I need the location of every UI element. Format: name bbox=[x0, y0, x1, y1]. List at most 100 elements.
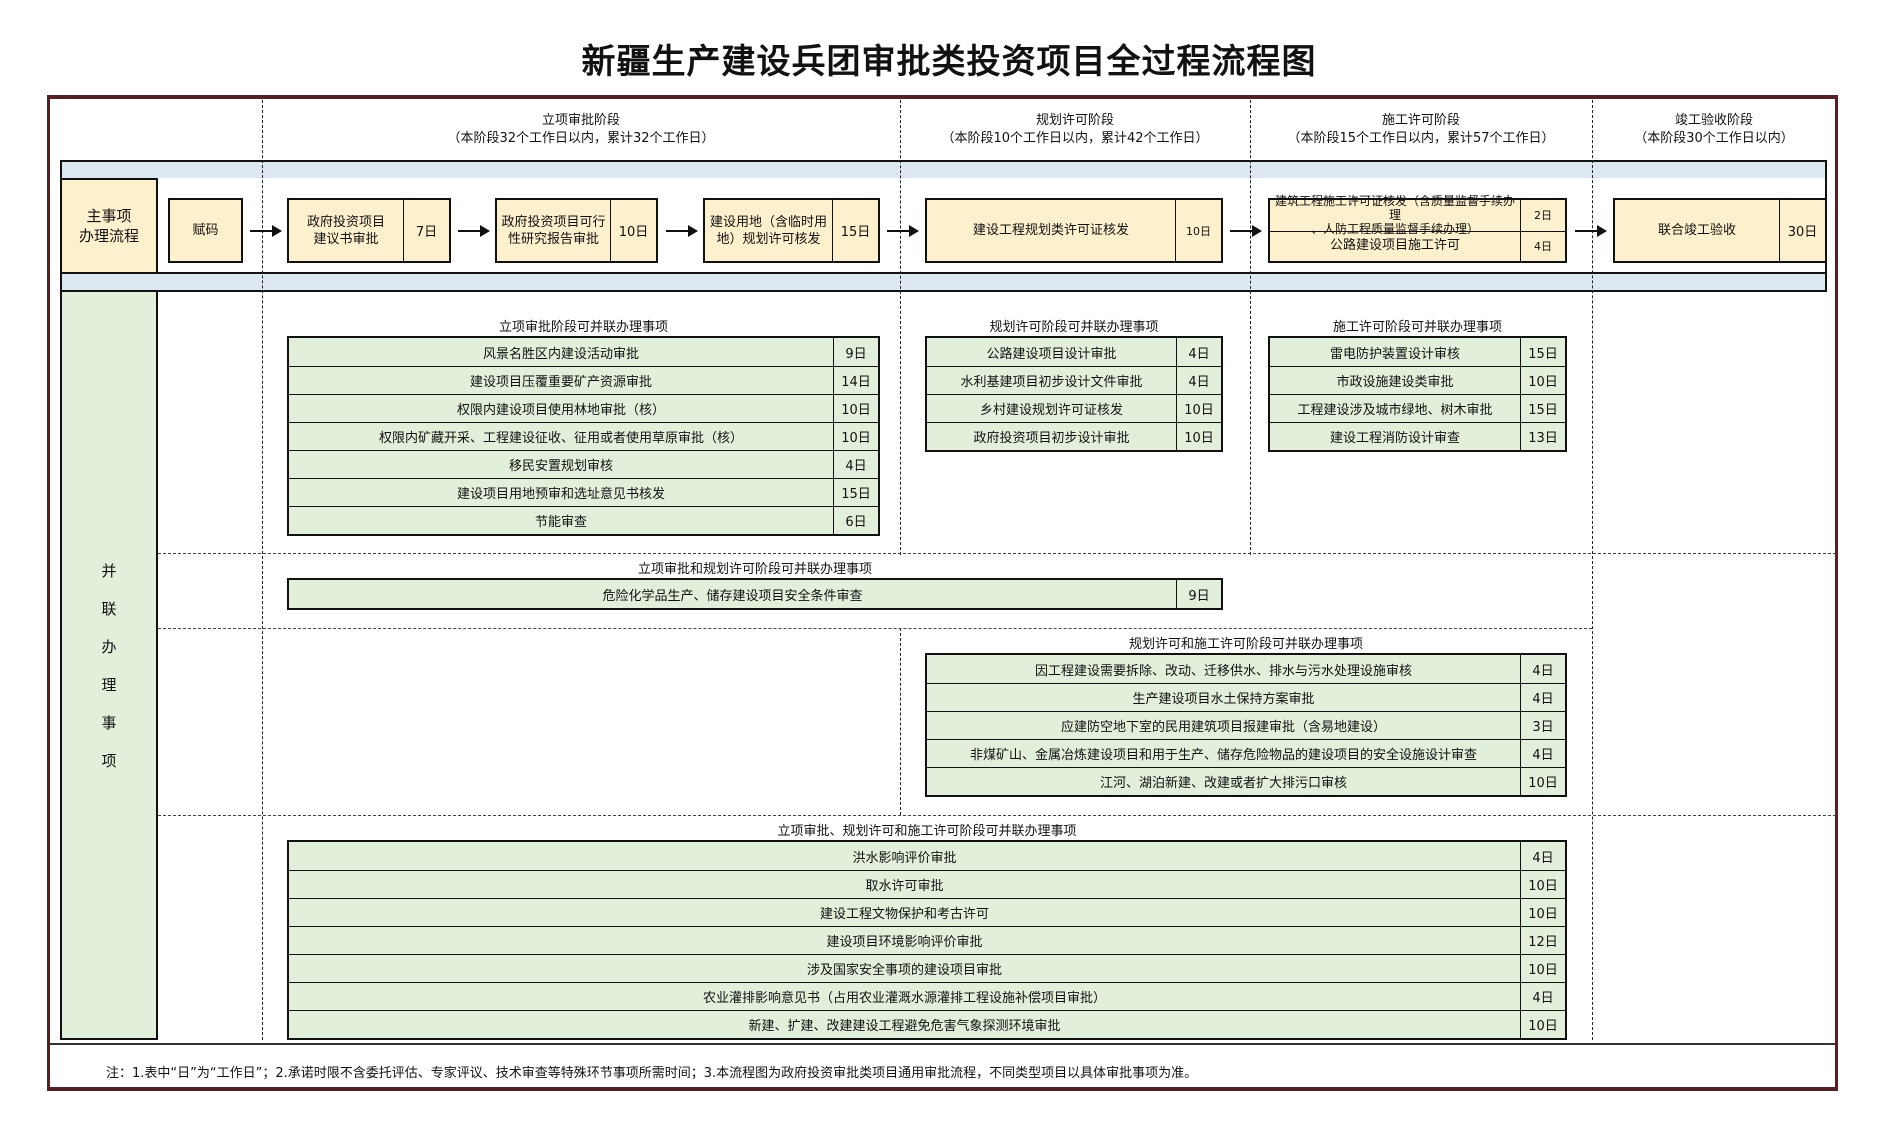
item-name: 涉及国家安全事项的建设项目审批 bbox=[806, 963, 1002, 978]
item-name: 洪水影响评价审批 bbox=[852, 850, 957, 866]
step-name: 建设工程规划类许可证核发 bbox=[972, 223, 1129, 238]
label-char: 联 bbox=[101, 600, 117, 618]
table-row[interactable]: 风景名胜区内建设活动审批 9日 bbox=[289, 338, 878, 366]
step-land-planning-permit[interactable]: 建设用地（含临时用 地）规划许可核发 15日 bbox=[703, 198, 880, 263]
item-name: 农业灌排影响意见书（占用农业灌溉水源灌排工程设施补偿项目审批） bbox=[702, 991, 1106, 1006]
table-row[interactable]: 涉及国家安全事项的建设项目审批 10日 bbox=[289, 954, 1565, 982]
phase-desc: （本阶段10个工作日以内，累计42个工作日） bbox=[941, 131, 1209, 146]
phase-name: 施工许可阶段 bbox=[1381, 113, 1460, 128]
item-days: 10日 bbox=[1520, 955, 1565, 982]
phase-name: 竣工验收阶段 bbox=[1674, 113, 1753, 128]
step-name: 赋码 bbox=[192, 223, 219, 238]
table-row[interactable]: 农业灌排影响意见书（占用农业灌溉水源灌排工程设施补偿项目审批） 4日 bbox=[289, 982, 1565, 1010]
construction-permit-row[interactable]: 建筑工程施工许可证核发（含质量监督手续办理 、人防工程质量监督手续办理） 2日 bbox=[1270, 194, 1565, 236]
item-days: 14日 bbox=[833, 367, 878, 394]
section-title: 规划许可和施工许可阶段可并联办理事项 bbox=[1128, 637, 1363, 652]
section-title: 立项审批和规划许可阶段可并联办理事项 bbox=[637, 562, 872, 577]
item-days: 10日 bbox=[1176, 395, 1221, 422]
item-name: 江河、湖泊新建、改建或者扩大排污口审核 bbox=[1099, 776, 1347, 791]
label-char: 项 bbox=[101, 752, 117, 770]
table-row[interactable]: 应建防空地下室的民用建筑项目报建审批（含易地建设） 3日 bbox=[927, 711, 1565, 739]
table-row[interactable]: 权限内矿藏开采、工程建设征收、征用或者使用草原审批（核） 10日 bbox=[289, 422, 878, 450]
note-separator bbox=[50, 1043, 1835, 1045]
item-days: 4日 bbox=[1520, 983, 1565, 1010]
step-planning-permit[interactable]: 建设工程规划类许可证核发 10日 bbox=[925, 198, 1223, 263]
item-name: 雷电防护装置设计审核 bbox=[1329, 346, 1460, 362]
label-char: 并 bbox=[101, 562, 117, 580]
item-days: 4日 bbox=[1520, 684, 1565, 711]
item-name: 建设项目用地预审和选址意见书核发 bbox=[456, 487, 665, 502]
item-name: 应建防空地下室的民用建筑项目报建审批（含易地建设） bbox=[1060, 720, 1386, 735]
phase-divider bbox=[1592, 100, 1593, 1040]
item-name: 风景名胜区内建设活动审批 bbox=[482, 346, 639, 362]
step-joint-acceptance[interactable]: 联合竣工验收 30日 bbox=[1613, 198, 1827, 263]
table-row[interactable]: 权限内建设项目使用林地审批（核）10日 bbox=[289, 394, 878, 422]
item-days: 3日 bbox=[1520, 712, 1565, 739]
parallel-label-column bbox=[60, 290, 158, 1040]
main-flow-label: 主事项 办理流程 bbox=[60, 178, 158, 274]
phase-header-construction: 施工许可阶段 （本阶段15个工作日以内，累计57个工作日） bbox=[1250, 112, 1592, 148]
flowchart-frame bbox=[47, 95, 1838, 1091]
item-days: 10日 bbox=[1520, 1011, 1565, 1038]
item-days: 10日 bbox=[1520, 768, 1565, 795]
page-title: 新疆生产建设兵团审批类投资项目全过程流程图 bbox=[581, 42, 1317, 82]
item-days: 12日 bbox=[1520, 927, 1565, 954]
item-name: 市政设施建设类审批 bbox=[1336, 375, 1454, 390]
item-days: 10日 bbox=[833, 423, 878, 450]
table-row[interactable]: 江河、湖泊新建、改建或者扩大排污口审核 10日 bbox=[927, 767, 1565, 795]
label-char: 办 bbox=[101, 638, 117, 656]
step-construction-permits[interactable]: 建筑工程施工许可证核发（含质量监督手续办理 、人防工程质量监督手续办理） 2日 … bbox=[1268, 194, 1567, 263]
item-days: 4日 bbox=[1520, 842, 1565, 870]
item-name: 建设工程消防设计审查 bbox=[1329, 431, 1460, 446]
step-feasibility-approval[interactable]: 政府投资项目可行 性研究报告审批 10日 bbox=[495, 198, 658, 263]
item-name: 移民安置规划审核 bbox=[508, 459, 613, 474]
item-days: 6日 bbox=[833, 507, 878, 534]
step-days: 2日 bbox=[1520, 200, 1565, 231]
item-days: 4日 bbox=[1176, 338, 1221, 366]
step-name: 政府投资项目可行 性研究报告审批 bbox=[501, 214, 606, 247]
item-name: 权限内建设项目使用林地审批（核） bbox=[456, 403, 665, 418]
road-construction-permit-row[interactable]: 公路建设项目施工许可 4日 bbox=[1270, 230, 1565, 261]
step-days: 7日 bbox=[403, 200, 449, 261]
table-row[interactable]: 建设工程消防设计审查 13日 bbox=[1270, 422, 1565, 450]
arrow-right-icon bbox=[1575, 225, 1607, 237]
arrow-right-icon bbox=[666, 225, 698, 237]
arrow-right-icon bbox=[1230, 225, 1262, 237]
item-days: 10日 bbox=[1520, 367, 1565, 394]
item-days: 13日 bbox=[1520, 423, 1565, 450]
footnote: 注：1.表中“日”为“工作日”；2.承诺时限不含委托评估、专家评议、技术审查等特… bbox=[106, 1066, 1198, 1081]
step-code-assign[interactable]: 赋码 bbox=[168, 198, 243, 263]
item-days: 9日 bbox=[833, 338, 878, 366]
step-proposal-approval[interactable]: 政府投资项目 建议书审批 7日 bbox=[287, 198, 451, 263]
item-name: 权限内矿藏开采、工程建设征收、征用或者使用草原审批（核） bbox=[378, 431, 743, 446]
item-days: 4日 bbox=[1176, 367, 1221, 394]
item-name: 取水许可审批 bbox=[865, 879, 944, 894]
table-row[interactable]: 洪水影响评价审批 4日 bbox=[289, 842, 1565, 870]
item-days: 10日 bbox=[1520, 899, 1565, 926]
arrow-right-icon bbox=[887, 225, 919, 237]
table-row[interactable]: 市政设施建设类审批 10日 bbox=[1270, 366, 1565, 394]
step-name: 建设用地（含临时用 地）规划许可核发 bbox=[709, 214, 827, 247]
phase-divider bbox=[900, 100, 901, 555]
